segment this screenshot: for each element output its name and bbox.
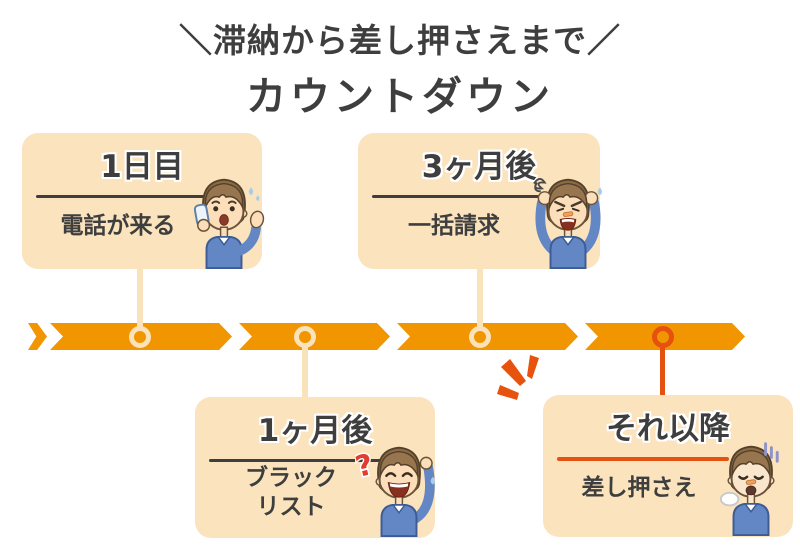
card-day-1-divider <box>36 195 208 198</box>
worried-man-on-phone-illustration <box>193 178 265 270</box>
svg-text:?: ? <box>355 447 377 484</box>
card-after-that-heading: それ以降 <box>606 411 730 447</box>
page-title: ＼滞納から差し押さえまで／ カウントダウン <box>0 14 800 122</box>
card-3-months-heading: 3ヶ月後 <box>421 149 537 185</box>
timeline-start-chevron <box>28 323 47 350</box>
timeline-marker-3 <box>469 326 491 348</box>
card-1-month-heading: 1ヶ月後 <box>257 413 373 449</box>
card-day-1: 1日目 電話が来る <box>22 133 265 270</box>
timeline-marker-1 <box>129 326 151 348</box>
card-3-months-label: 一括請求 <box>408 213 500 239</box>
timeline-marker-2 <box>294 326 316 348</box>
title-line-1: ＼滞納から差し押さえまで／ <box>179 21 621 60</box>
card-after-that: それ以降 差し押さえ <box>543 395 793 537</box>
dejected-man-illustration <box>719 442 779 537</box>
angry-man-holding-head-illustration <box>533 177 602 270</box>
card-day-1-label: 電話が来る <box>60 213 176 239</box>
title-line-2: カウントダウン <box>246 74 554 120</box>
burst-emphasis-icon <box>497 355 539 400</box>
timeline-marker-4 <box>652 326 674 348</box>
connector-stage-3 <box>477 264 483 340</box>
card-1-month: 1ヶ月後 ブラック リスト ? <box>195 397 435 538</box>
card-after-that-divider <box>557 457 729 461</box>
card-1-month-divider <box>209 459 381 462</box>
connector-stage-2 <box>302 337 308 399</box>
connector-stage-1 <box>137 264 143 340</box>
card-day-1-heading: 1日目 <box>100 149 184 185</box>
card-1-month-label: ブラック リスト <box>245 465 337 521</box>
card-3-months: 3ヶ月後 一括請求 <box>358 133 602 270</box>
card-after-that-label: 差し押さえ <box>581 475 697 501</box>
embarrassed-man-scratching-head-illustration: ? <box>355 445 435 538</box>
connector-stage-4 <box>660 337 665 397</box>
card-3-months-divider <box>372 195 544 198</box>
